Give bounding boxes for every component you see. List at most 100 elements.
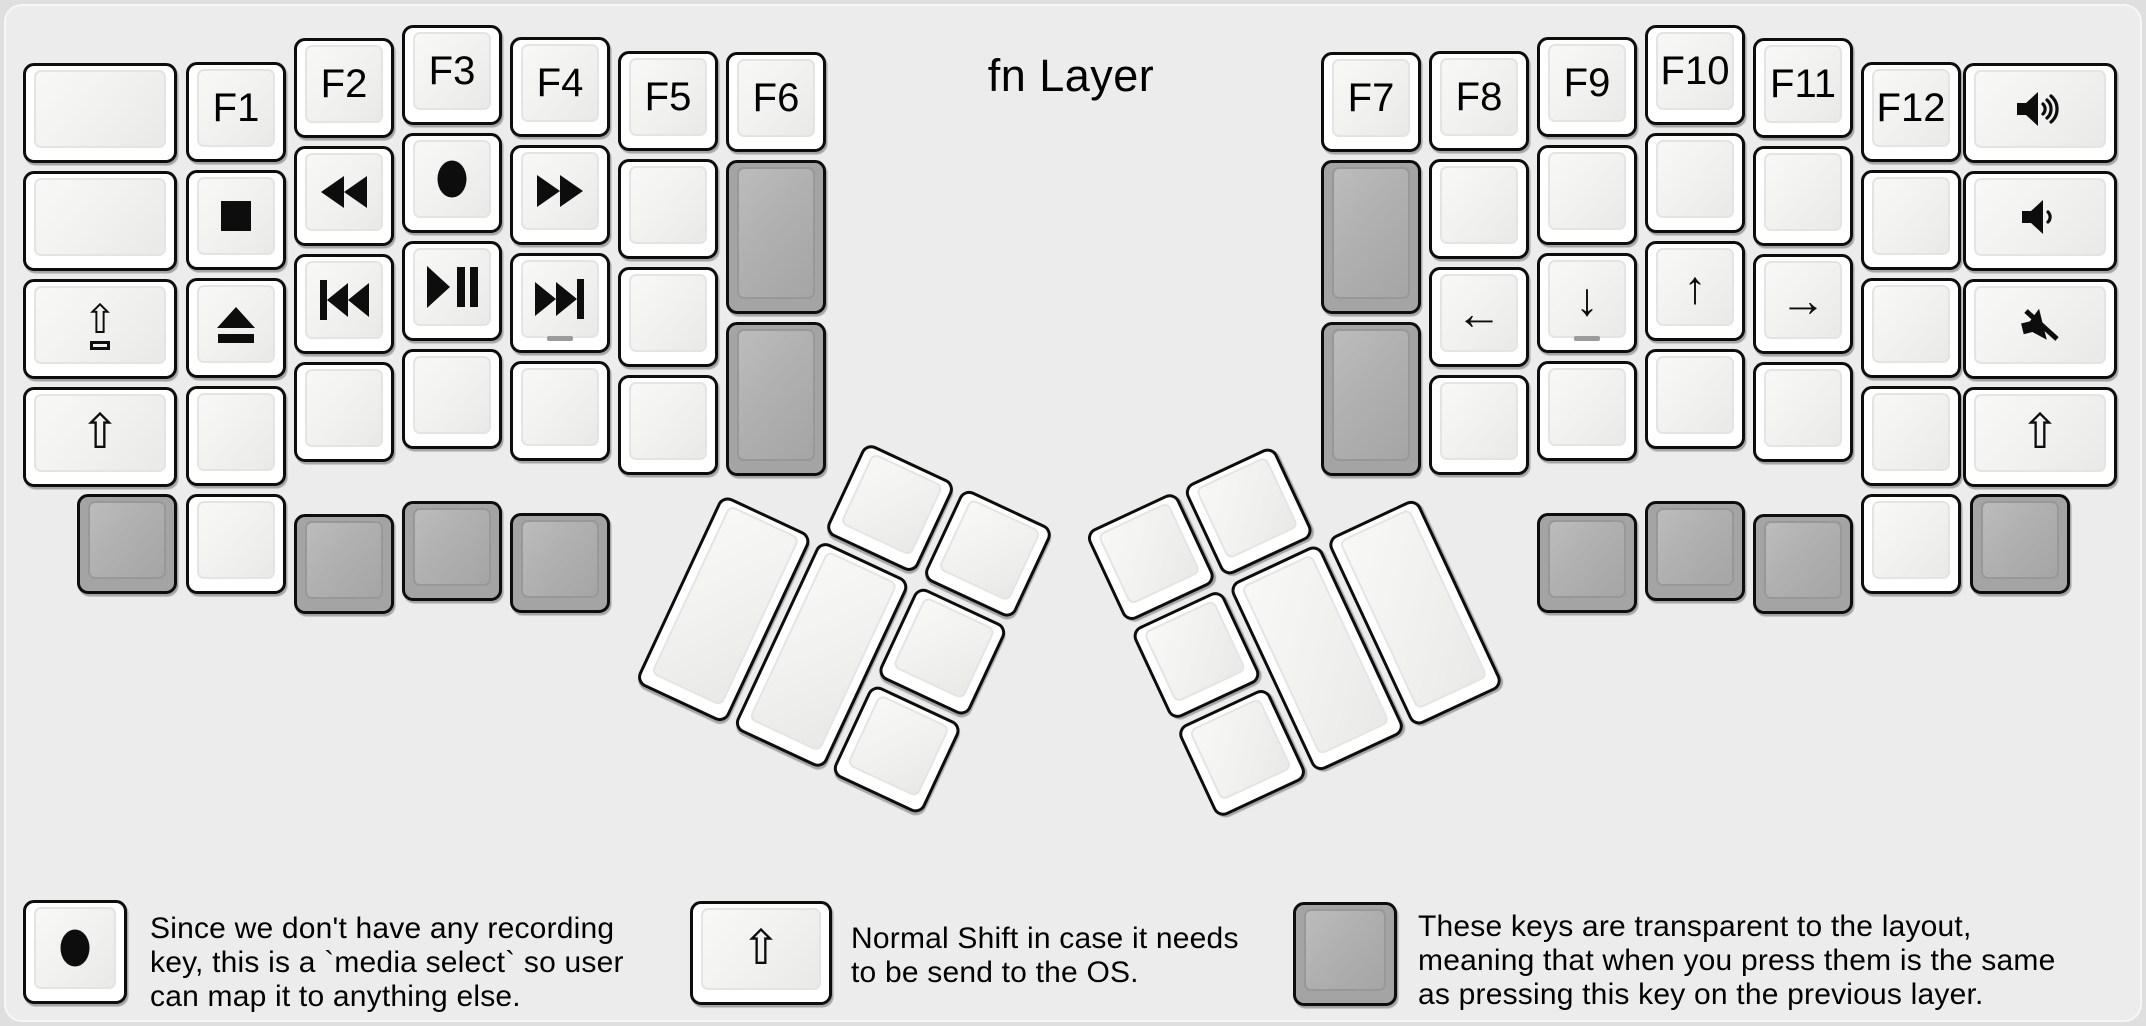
key-blank[interactable]	[1861, 278, 1961, 378]
keycap-surface	[34, 907, 116, 989]
key-blank[interactable]	[186, 494, 286, 594]
keycap-surface: F11	[1764, 45, 1842, 123]
key-blank[interactable]	[1429, 375, 1529, 475]
key-blank[interactable]	[1861, 170, 1961, 270]
key-f3[interactable]: F3	[402, 25, 502, 125]
key-media-fast-forward[interactable]	[510, 145, 610, 245]
key-blank[interactable]	[1645, 133, 1745, 233]
arrow-down-icon: ↓	[1575, 273, 1599, 325]
keycap-surface	[1764, 369, 1842, 447]
key-f7[interactable]: F7	[1321, 52, 1421, 152]
key-caps-lock[interactable]: ⇧	[23, 279, 177, 379]
key-blank[interactable]	[1537, 145, 1637, 245]
key-label: F3	[428, 48, 476, 93]
keycap-surface	[413, 356, 491, 434]
key-f4[interactable]: F4	[510, 37, 610, 137]
key-f10[interactable]: F10	[1645, 25, 1745, 125]
mute-icon	[2021, 308, 2059, 341]
keycap-surface	[413, 140, 491, 218]
key-transparent[interactable]	[1970, 494, 2070, 594]
keycap-surface: F3	[413, 32, 491, 110]
key-blank[interactable]	[294, 362, 394, 462]
key-blank[interactable]	[1753, 362, 1853, 462]
key-blank[interactable]	[510, 361, 610, 461]
keycap-surface: F7	[1332, 59, 1410, 137]
volume-up-icon	[2017, 92, 2059, 126]
keycap-surface: ⇧	[34, 394, 166, 472]
key-transparent[interactable]	[510, 513, 610, 613]
key-volume-down[interactable]	[1963, 171, 2117, 271]
record-icon	[437, 160, 467, 198]
key-transparent[interactable]	[726, 322, 826, 476]
key-volume-up[interactable]	[1963, 63, 2117, 163]
shift-icon: ⇧	[740, 922, 782, 975]
key-blank[interactable]	[1861, 494, 1961, 594]
key-arrow-left[interactable]: ←	[1429, 267, 1529, 367]
key-arrow-right[interactable]: →	[1753, 254, 1853, 354]
keycap-surface	[629, 274, 707, 352]
keycap-surface	[1872, 177, 1950, 255]
stop-icon	[221, 201, 251, 231]
key-arrow-down[interactable]: ↓	[1537, 253, 1637, 353]
keycap-surface	[1656, 140, 1734, 218]
keycap-surface	[197, 501, 275, 579]
key-transparent[interactable]	[1321, 322, 1421, 476]
eject-icon	[217, 306, 255, 343]
key-blank[interactable]	[402, 349, 502, 449]
key-media-record[interactable]	[402, 133, 502, 233]
keycap-surface	[521, 520, 599, 598]
key-transparent[interactable]	[1321, 160, 1421, 314]
key-media-prev-track[interactable]	[294, 254, 394, 354]
key-media-stop[interactable]	[186, 170, 286, 270]
key-transparent[interactable]	[726, 160, 826, 314]
keycap-surface	[1548, 520, 1626, 598]
key-mute[interactable]	[1963, 279, 2117, 379]
keycap-surface: F4	[521, 44, 599, 122]
key-blank[interactable]	[1645, 349, 1745, 449]
caps-lock-icon: ⇧	[83, 300, 117, 350]
key-media-next-track[interactable]	[510, 253, 610, 353]
key-f1[interactable]: F1	[186, 62, 286, 162]
key-f2[interactable]: F2	[294, 38, 394, 138]
keycap-surface	[305, 521, 383, 599]
key-transparent[interactable]	[77, 494, 177, 594]
key-transparent[interactable]	[294, 514, 394, 614]
key-transparent[interactable]	[402, 501, 502, 601]
key-transparent[interactable]	[1753, 514, 1853, 614]
arrow-up-icon: ↑	[1683, 261, 1707, 313]
previous-track-icon	[320, 280, 369, 320]
key-transparent[interactable]	[1537, 513, 1637, 613]
key-media-rewind[interactable]	[294, 146, 394, 246]
keycap-surface	[413, 508, 491, 586]
key-f5[interactable]: F5	[618, 51, 718, 151]
key-label: F11	[1770, 61, 1836, 106]
key-blank[interactable]	[23, 171, 177, 271]
key-blank[interactable]	[618, 375, 718, 475]
key-label: F10	[1660, 48, 1730, 93]
key-f9[interactable]: F9	[1537, 37, 1637, 137]
key-media-eject[interactable]	[186, 278, 286, 378]
key-shift-right[interactable]: ⇧	[1963, 387, 2117, 487]
key-blank[interactable]	[1537, 361, 1637, 461]
keycap-surface	[197, 285, 275, 363]
key-blank[interactable]	[1753, 146, 1853, 246]
key-blank[interactable]	[186, 386, 286, 486]
keycap-surface	[1548, 368, 1626, 446]
key-f6[interactable]: F6	[726, 52, 826, 152]
key-blank[interactable]	[1861, 386, 1961, 486]
keycap-surface: ↑	[1656, 248, 1734, 326]
key-blank[interactable]	[1429, 159, 1529, 259]
keycap-surface: F2	[305, 45, 383, 123]
keycap-surface	[1872, 393, 1950, 471]
key-transparent[interactable]	[1645, 501, 1745, 601]
key-shift-left[interactable]: ⇧	[23, 387, 177, 487]
key-f11[interactable]: F11	[1753, 38, 1853, 138]
key-media-play-pause[interactable]	[402, 241, 502, 341]
key-blank[interactable]	[618, 267, 718, 367]
key-f8[interactable]: F8	[1429, 51, 1529, 151]
key-blank[interactable]	[618, 159, 718, 259]
key-arrow-up[interactable]: ↑	[1645, 241, 1745, 341]
keycap-surface: ↓	[1548, 260, 1626, 338]
key-blank[interactable]	[23, 63, 177, 163]
key-f12[interactable]: F12	[1861, 62, 1961, 162]
